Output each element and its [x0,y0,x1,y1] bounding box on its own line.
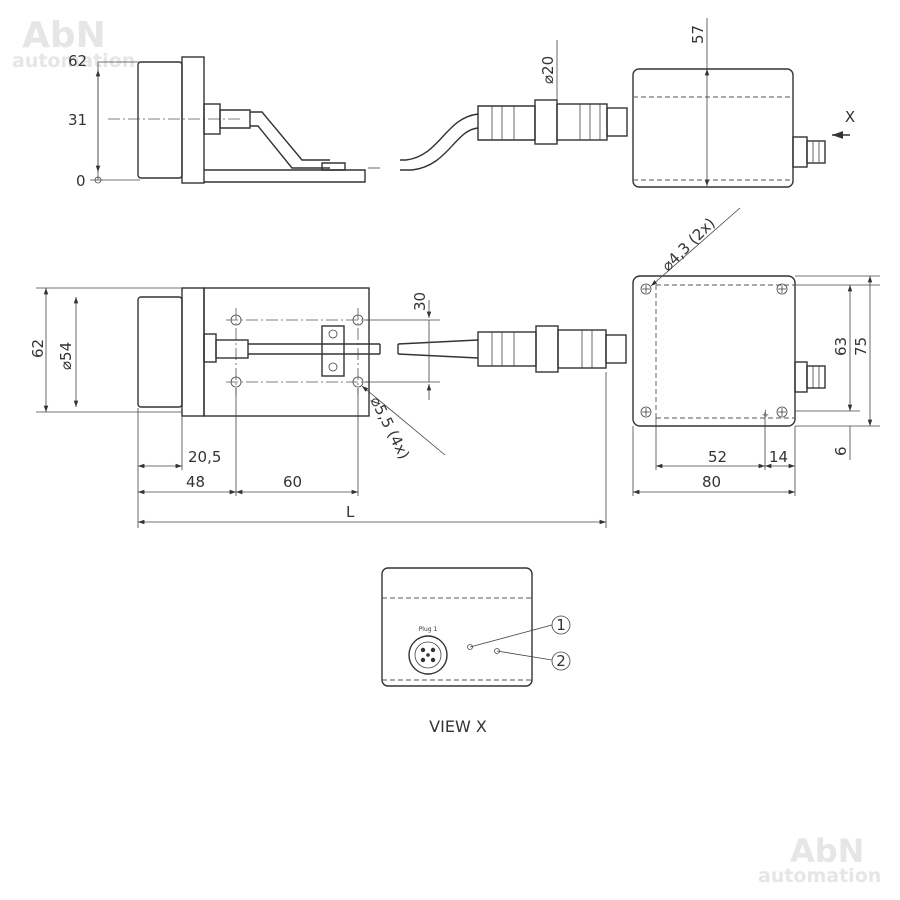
dim-57: 57 [689,25,707,44]
cable-clamp [321,325,345,377]
dim-62-top: 62 [29,339,47,358]
dim-63: 63 [832,337,850,356]
dim-L: L [346,503,355,521]
svg-text:AbN: AbN [22,15,106,56]
dim-14: 14 [769,448,788,466]
view-x-label: X [845,108,855,126]
callout-2: 2 [556,652,566,670]
dim-52: 52 [708,448,727,466]
dim-75: 75 [852,337,870,356]
dim-diameter-20: ⌀20 [539,56,557,84]
connector-plug [477,105,536,141]
dim-6: 6 [832,446,850,456]
dim-20-5: 20,5 [188,448,221,466]
view-x-title: VIEW X [429,717,487,736]
plug-connector [408,635,448,675]
callout-1: 1 [556,616,566,634]
dim-48: 48 [186,473,205,491]
dim-hole-4-3: ⌀4,3 (2x) [658,214,719,275]
connector-nut [556,103,608,141]
side-view: X 62 31 0 ⌀20 57 [68,18,855,190]
watermark-top-left: AbN automation [12,15,135,72]
ground-symbol: ⏚ [761,409,770,420]
mounting-bracket [204,169,366,183]
dim-62-side: 62 [68,52,87,70]
dim-80: 80 [702,473,721,491]
dim-hole-5-5: ⌀5,5 (4x) [366,394,413,463]
view-x: Plug 1 1 2 VIEW X [381,567,571,736]
dim-0: 0 [76,172,86,190]
sensor-flange [181,56,205,184]
junction-box-side [632,68,794,188]
svg-text:automation: automation [12,50,135,72]
led-1 [467,644,473,650]
sensor-housing-top [137,296,183,408]
watermark-bottom-right: AbN automation [758,832,881,887]
dim-31: 31 [68,111,87,129]
dim-diameter-54: ⌀54 [57,342,75,370]
dim-30: 30 [411,292,429,311]
dim-60: 60 [283,473,302,491]
junction-box-top [632,275,796,427]
top-view: ⏚ 62 ⌀54 30 ⌀5,5 (4x) ⌀4,3 (2x) 63 75 6 [29,207,880,528]
callout-2-circle [551,651,571,671]
callout-1-circle [551,615,571,635]
led-2 [494,648,500,654]
sensor-housing [137,61,183,179]
svg-text:automation: automation [758,865,881,887]
plug-label: Plug 1 [419,626,438,633]
svg-text:AbN: AbN [790,832,864,870]
junction-box-end [381,567,533,687]
